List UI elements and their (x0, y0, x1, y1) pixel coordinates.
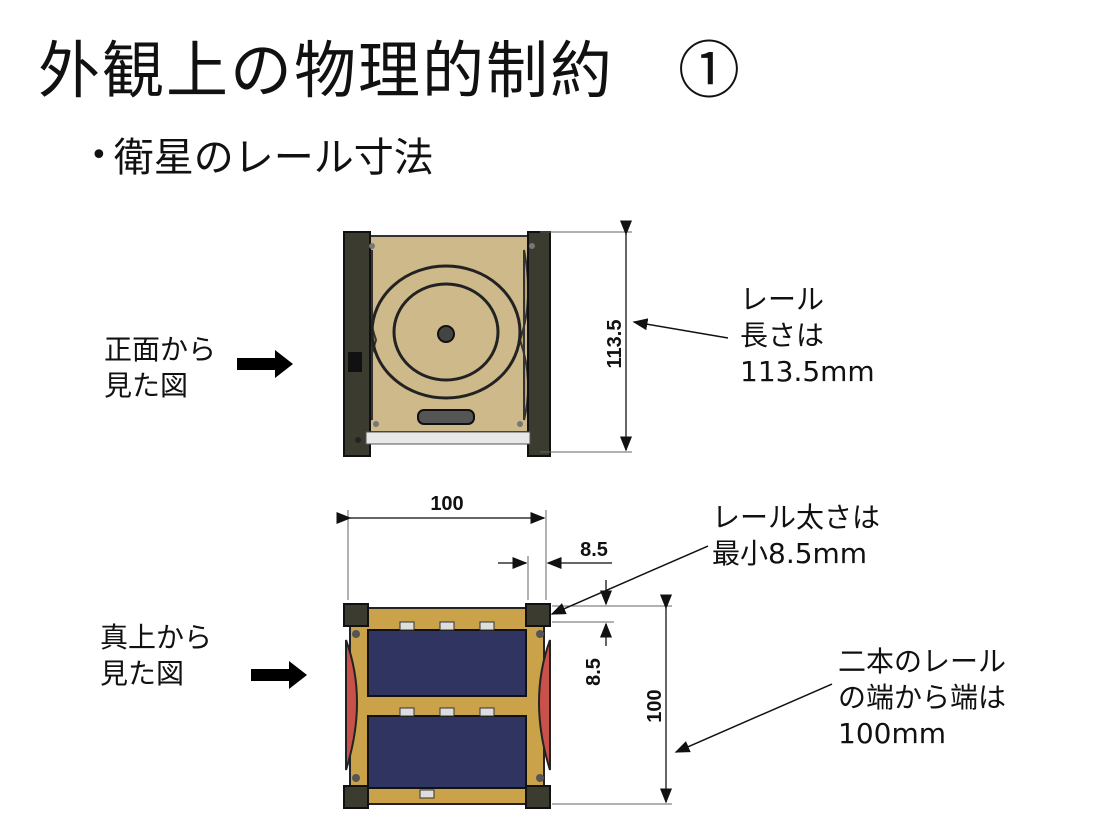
rail-span-line2: の端から端は (838, 681, 1007, 714)
bullet-dot: • (90, 138, 108, 173)
front-view-pointer-arrow (237, 350, 293, 378)
rail-span-leader (674, 683, 833, 753)
rail-height-value: 8.5 (583, 658, 605, 686)
rail-thickness-leader (550, 545, 709, 615)
rail-span-line3: 100mm (838, 717, 946, 750)
rail-thickness-line1: レール太さは (712, 501, 881, 534)
rail-thickness-note: レール太さは 最小8.5mm (712, 500, 880, 572)
bullet-text: 衛星のレール寸法 (113, 135, 434, 181)
top-width-dimension: 100 (336, 493, 547, 600)
rail-length-line3: 113.5mm (740, 355, 875, 388)
rail-span-line1: 二本のレール (838, 645, 1007, 678)
front-view-label-line1: 正面から (104, 333, 217, 366)
rail-height-dimension: 8.5 (552, 580, 614, 686)
top-width-value: 100 (430, 493, 463, 515)
front-view-label: 正面から 見た図 (104, 332, 216, 404)
top-view-pointer-arrow (251, 661, 307, 689)
rail-width-value: 8.5 (580, 539, 608, 561)
rail-thickness-line2: 最小8.5mm (712, 537, 868, 570)
front-view-label-line2: 見た図 (104, 369, 189, 402)
rail-span-note: 二本のレール の端から端は 100mm (838, 644, 1006, 752)
bullet-item: •衛星のレール寸法 (90, 136, 434, 180)
front-height-dimension: 113.5 (540, 220, 632, 453)
rail-length-leader (632, 318, 729, 339)
top-view-label-line2: 見た図 (100, 657, 185, 690)
top-view-label: 真上から 見た図 (100, 620, 212, 692)
top-height-value: 100 (644, 689, 666, 722)
rail-length-note: レール 長さは 113.5mm (740, 282, 875, 390)
rail-length-line2: 長さは (740, 319, 825, 352)
front-view-drawing (343, 231, 551, 457)
top-view-drawing (343, 603, 551, 809)
top-view-label-line1: 真上から (100, 621, 213, 654)
page-title: 外観上の物理的制約 ① (38, 34, 743, 107)
rail-width-dimension: 8.5 (498, 539, 612, 600)
rail-length-line1: レール (740, 283, 825, 316)
front-height-value: 113.5 (604, 320, 626, 369)
top-height-dimension: 100 (552, 594, 672, 805)
